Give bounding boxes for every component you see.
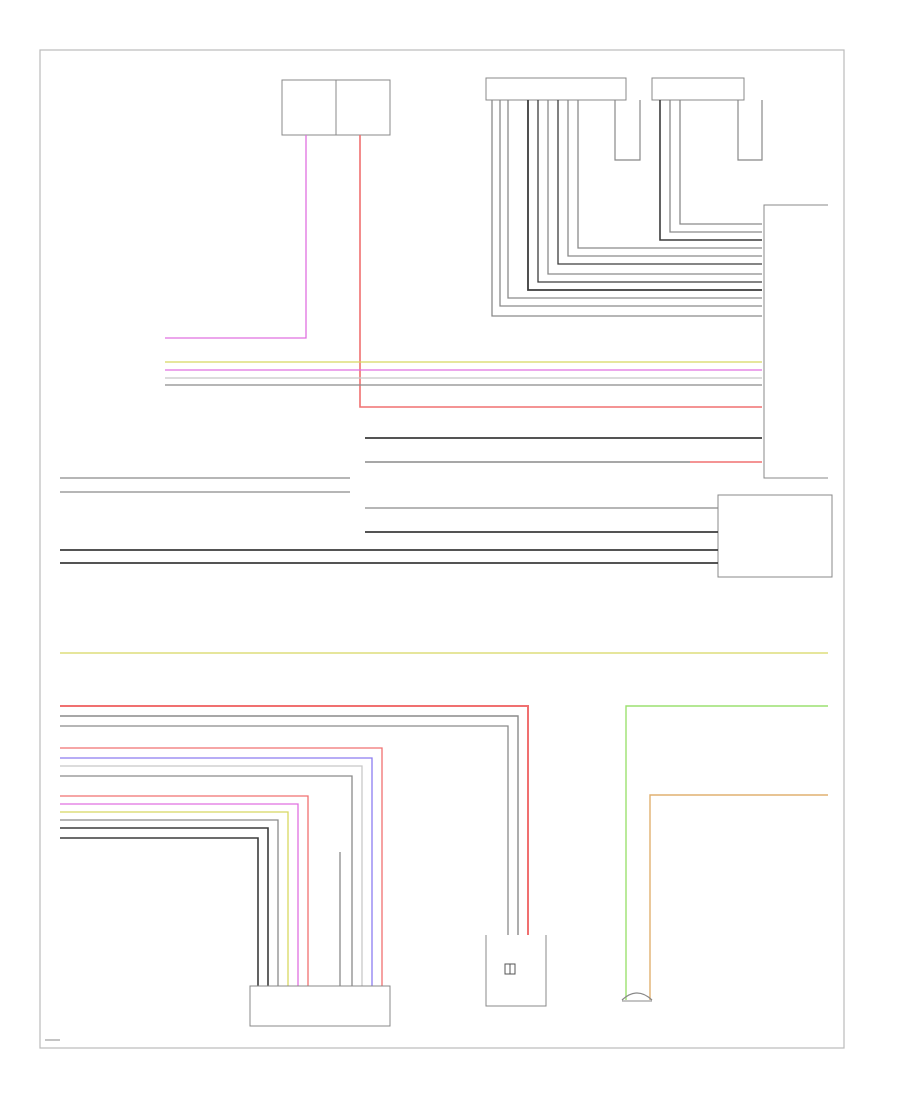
wire-red-fuse [359,135,762,408]
antenna-leads [614,100,763,161]
wire-dark-spk-2 [60,837,259,986]
wire-radio-bundle [557,100,762,265]
wire-antenna-3 [679,100,762,225]
wire-radio-bundle [499,100,762,307]
wire-radio-bundle [537,100,762,283]
wire-radio-bundle [507,100,762,299]
antenna-module [651,77,745,101]
wire-harness [60,100,828,1000]
wire-antenna-2 [669,100,762,233]
left-speaker [249,985,391,1027]
radio-module [485,77,627,101]
wire-red-spk-2 [60,795,309,986]
wire-radio-bundle [567,100,762,257]
wire-violet-spk [60,757,373,986]
wire-radio-bundle [491,100,762,317]
wire-green-rear [625,705,828,1000]
wire-red-spk [60,747,383,986]
fuse-block [281,79,391,136]
wire-radio-bundle [547,100,762,275]
wire-pink-fuse [165,135,307,339]
front-antenna [485,935,547,1007]
wire-gray-spk [60,775,353,986]
main-module [763,204,828,479]
wire-yellow-spk [60,811,289,986]
diagram-frame [39,49,845,1049]
wire-gray-antenna-2 [60,725,509,935]
wire-lightgray-spk [60,765,363,986]
wire-gray-antenna-1 [60,715,519,935]
wire-red-antenna [60,705,529,935]
wire-radio-bundle [527,100,762,291]
secondary-connector [717,494,833,578]
wire-orange-rear [649,794,828,1000]
wire-antenna-1 [659,100,762,241]
wire-pink-spk [60,803,299,986]
wire-gray-spk-2 [60,819,279,986]
rear-speaker [621,992,653,1002]
wire-radio-bundle [577,100,762,249]
wire-dark-spk-1 [60,827,269,986]
